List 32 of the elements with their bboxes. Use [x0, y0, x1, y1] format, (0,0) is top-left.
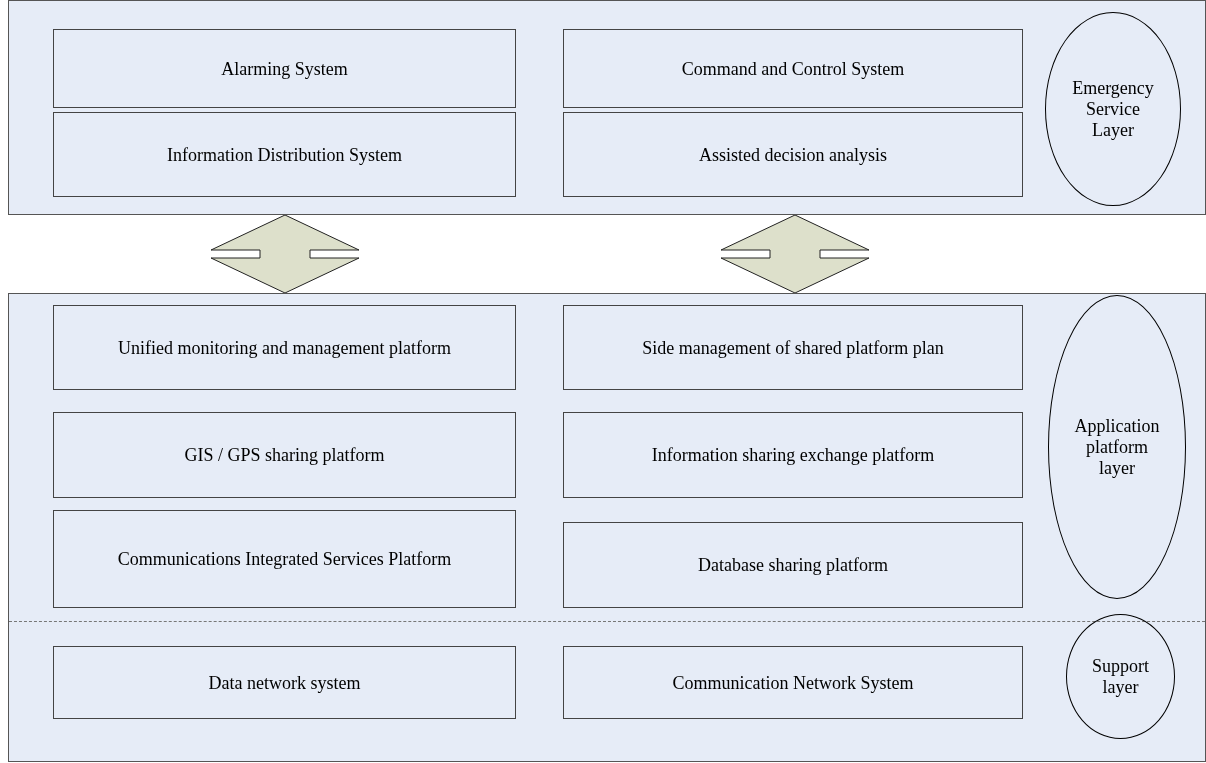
node-text: Side management of shared platform plan	[642, 336, 944, 359]
node-text: GIS / GPS sharing platform	[184, 444, 385, 466]
system-box	[53, 510, 516, 608]
node-text: Support layer	[1091, 655, 1150, 698]
system-box	[53, 646, 516, 719]
node-text: Emergency Service Layer	[1071, 77, 1155, 141]
node-text: Command and Control System	[681, 57, 905, 80]
system-box	[563, 412, 1023, 498]
node-text: Alarming System	[221, 57, 348, 80]
node-text: Database sharing platform	[698, 554, 888, 576]
node-text: Information sharing exchange platform	[651, 444, 935, 466]
system-box	[563, 646, 1023, 719]
system-box	[563, 522, 1023, 608]
system-box	[53, 305, 516, 390]
double-block-arrow	[210, 214, 360, 294]
node-text: Information Distribution System	[167, 143, 402, 166]
node-text: Communication Network System	[672, 671, 914, 694]
node-text: Communications Integrated Services Platform	[117, 548, 452, 570]
layer-panel	[8, 0, 1206, 215]
node-text: Unified monitoring and management platform	[118, 336, 451, 359]
system-box	[53, 29, 516, 108]
system-box	[53, 112, 516, 197]
layer-panel	[8, 293, 1206, 762]
layer-ellipse	[1066, 614, 1175, 739]
node-text: Assisted decision analysis	[699, 143, 887, 166]
double-block-arrow	[720, 214, 870, 294]
system-box	[563, 305, 1023, 390]
system-box	[563, 29, 1023, 108]
system-box	[563, 112, 1023, 197]
node-text: Application platform layer	[1073, 415, 1161, 479]
node-text: Data network system	[208, 671, 361, 694]
system-box	[53, 412, 516, 498]
